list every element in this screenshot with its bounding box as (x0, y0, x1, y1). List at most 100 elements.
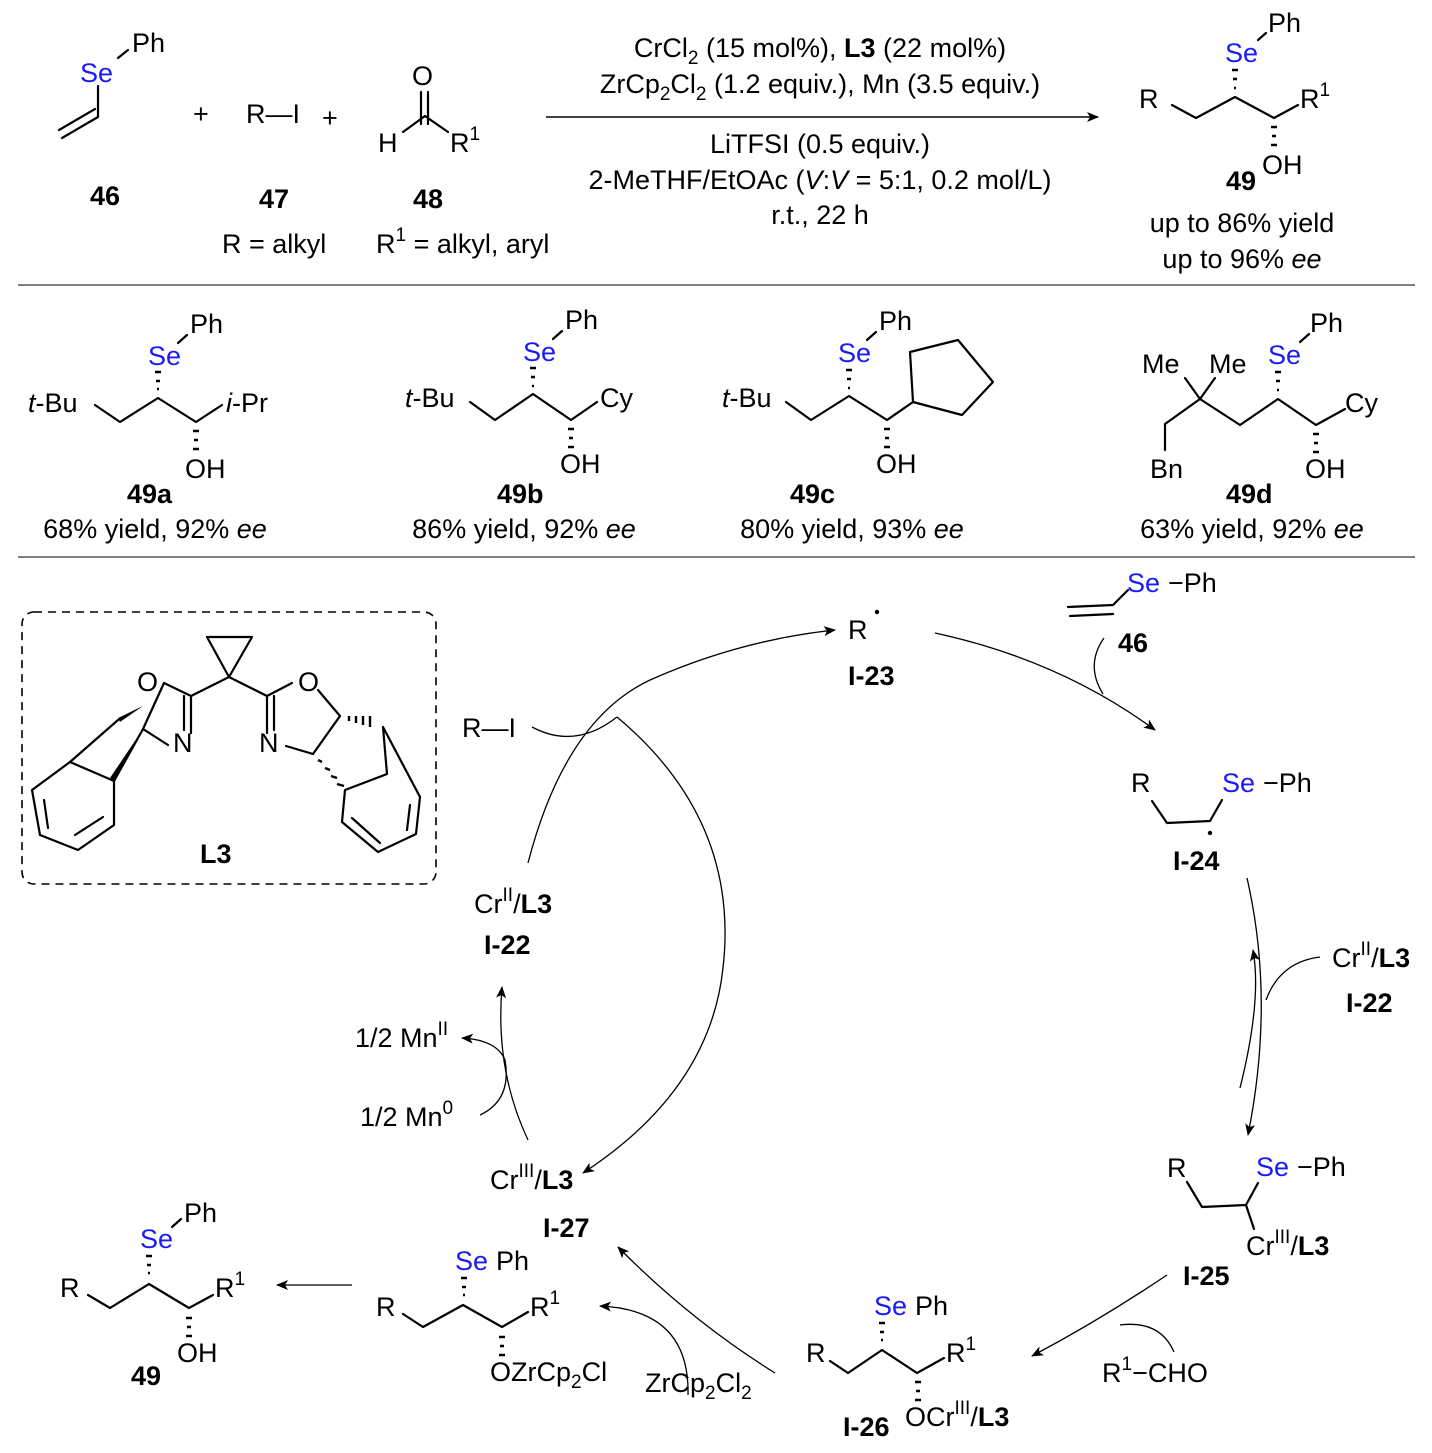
conditions-line-1: CrCl2 (15 mol%), L3 (22 mol%) (634, 33, 1006, 69)
radical-dot (874, 609, 880, 615)
example-49d: Me Me Se Ph Cy Bn OH 49d 63% yield, 92% … (1140, 308, 1378, 544)
reagent-curve (1265, 956, 1321, 1001)
yield-ee-49b: 86% yield, 92% ee (412, 514, 636, 544)
selenium-atom: Se (1268, 340, 1301, 370)
alkyl-iodide: R—I (462, 713, 516, 743)
cycle-arrow-oxidative (527, 626, 836, 864)
oxygen-atom: O (137, 667, 158, 697)
cycle-arrow-reduction (496, 986, 529, 1141)
cr2-reagent-right: CrII/L3 I-22 (1332, 939, 1410, 1018)
product-49-cycle: Se Ph R R1 OH 49 (60, 1198, 245, 1391)
product-49: R Se Ph R1 OH 49 up to 86% yield up to 9… (1139, 8, 1334, 274)
methyl-group: Me (1209, 349, 1247, 379)
selenium-atom: Se (1256, 1152, 1289, 1182)
reagent-curve (1093, 637, 1105, 695)
ipr-group: i-Pr (226, 388, 268, 418)
plus-sign: + (322, 103, 338, 133)
example-49b: t-Bu Se Ph Cy OH 49b 86% yield, 92% ee (405, 305, 636, 544)
manganese-ii: 1/2 MnII (355, 1019, 448, 1053)
ligand-label-l3: L3 (200, 839, 232, 869)
r-group: R (60, 1273, 80, 1303)
compound-label-49: 49 (1226, 166, 1256, 196)
zirconocene-reagent: ZrCp2Cl2 (645, 1368, 752, 1404)
manganese-curve (461, 1033, 507, 1116)
selenium-atom: Se (148, 341, 181, 371)
chromium-ii: CrII/L3 (474, 885, 552, 919)
compound-label-47: 47 (259, 184, 289, 214)
conditions-line-4: 2-MeTHF/EtOAc (V:V = 5:1, 0.2 mol/L) (589, 165, 1052, 195)
compound-label-49a: 49a (127, 479, 173, 509)
cycle-arrow-transmetalation (617, 1246, 776, 1374)
phenyl-label: Ph (1310, 308, 1343, 338)
intermediate-i25: R Se −Ph CrIII/L3 I-25 (1167, 1152, 1346, 1291)
r1-group: R1 (450, 124, 480, 158)
r1-group: R1 (946, 1334, 976, 1368)
phenyl-label: Ph (190, 309, 223, 339)
compound-label-48: 48 (413, 184, 443, 214)
phenyl-label: Ph (184, 1198, 217, 1228)
tbu-group: t-Bu (722, 383, 772, 413)
intermediate-label-i25: I-25 (1183, 1261, 1230, 1291)
plus-sign: + (193, 99, 209, 129)
chromium-iii: CrIII/L3 (490, 1161, 573, 1195)
phenyl-label: −Ph (1168, 568, 1217, 598)
alkoxide-chromium: OCrIII/L3 (905, 1398, 1009, 1432)
intermediate-i24: R Se −Ph I-24 (1131, 768, 1312, 876)
radical-dot (1207, 830, 1213, 836)
equilibrium-arrow-reverse (1239, 949, 1260, 1089)
aldehyde-reagent: R1−CHO (1102, 1354, 1208, 1388)
hydroxyl-group: OH (876, 449, 917, 479)
cyclopentyl-ring (908, 338, 995, 417)
dashed-frame (21, 611, 437, 885)
selenium-atom: Se (1127, 568, 1160, 598)
cycle-arrow-addition (934, 632, 1156, 731)
selenium-atom: Se (140, 1224, 173, 1254)
selenium-atom: Se (838, 338, 871, 368)
conditions-line-3: LiTFSI (0.5 equiv.) (710, 129, 930, 159)
intermediate-i23: R I-23 (848, 609, 895, 691)
manganese-0: 1/2 Mn0 (360, 1098, 453, 1132)
intermediate-i26: Se Ph R R1 OCrIII/L3 I-26 (806, 1291, 1009, 1442)
r-group: R (806, 1338, 826, 1368)
compound-label-49: 49 (131, 1361, 161, 1391)
hydroxyl-group: OH (1305, 454, 1346, 484)
r1-group: R1 (1300, 80, 1330, 114)
selenium-atom: Se (1222, 768, 1255, 798)
equilibrium-arrow-forward (1245, 877, 1262, 1136)
hydroxyl-group: OH (185, 454, 226, 484)
yield-summary: up to 86% yield (1150, 208, 1335, 238)
zirconium-alkoxide: Se Ph R R1 OZrCp2Cl (376, 1246, 607, 1393)
conditions-line-2: ZrCp2Cl2 (1.2 equiv.), Mn (3.5 equiv.) (600, 69, 1040, 105)
nitrogen-atom: N (259, 728, 279, 758)
phenyl-label: Ph (132, 28, 165, 58)
r1-group: R1 (215, 1269, 245, 1303)
alkoxide-zirconium: OZrCp2Cl (490, 1357, 607, 1393)
r-group: R (1131, 768, 1151, 798)
cyclohexyl-group: Cy (600, 383, 633, 413)
r-definition: R = alkyl (222, 229, 326, 259)
intermediate-i27: CrIII/L3 I-27 (490, 1161, 590, 1243)
selenium-atom: Se (874, 1291, 907, 1321)
chromium-iii: CrIII/L3 (1246, 1227, 1329, 1261)
reactant-48: O H R1 48 (378, 61, 480, 214)
phenyl-label: −Ph (1263, 768, 1312, 798)
chromium-ii: CrII/L3 (1332, 939, 1410, 973)
example-49c: t-Bu Se Ph OH 49c 80% yield, 93% ee (722, 306, 995, 544)
catalytic-cycle: R—I R I-23 Se −Ph 46 R Se −Ph I-24 (60, 568, 1410, 1442)
alkyl-iodide: R—I (246, 99, 300, 129)
reagent-curve (531, 716, 618, 738)
selenium-atom: Se (523, 337, 556, 367)
oxygen-atom: O (412, 61, 433, 91)
compound-label-49d: 49d (1226, 479, 1273, 509)
methyl-group: Me (1142, 349, 1180, 379)
cycle-arrow-addition-aldehyde (1031, 1274, 1168, 1357)
yield-ee-49d: 63% yield, 92% ee (1140, 514, 1364, 544)
reagent-curve (1119, 1323, 1175, 1353)
selenium-atom: Se (80, 58, 113, 88)
ligand-l3-box: O N O N L3 (21, 611, 437, 885)
phenyl-label: Ph (879, 306, 912, 336)
hydroxyl-group: OH (177, 1338, 218, 1368)
tbu-group: t-Bu (405, 383, 455, 413)
r-group: R (376, 1292, 396, 1322)
